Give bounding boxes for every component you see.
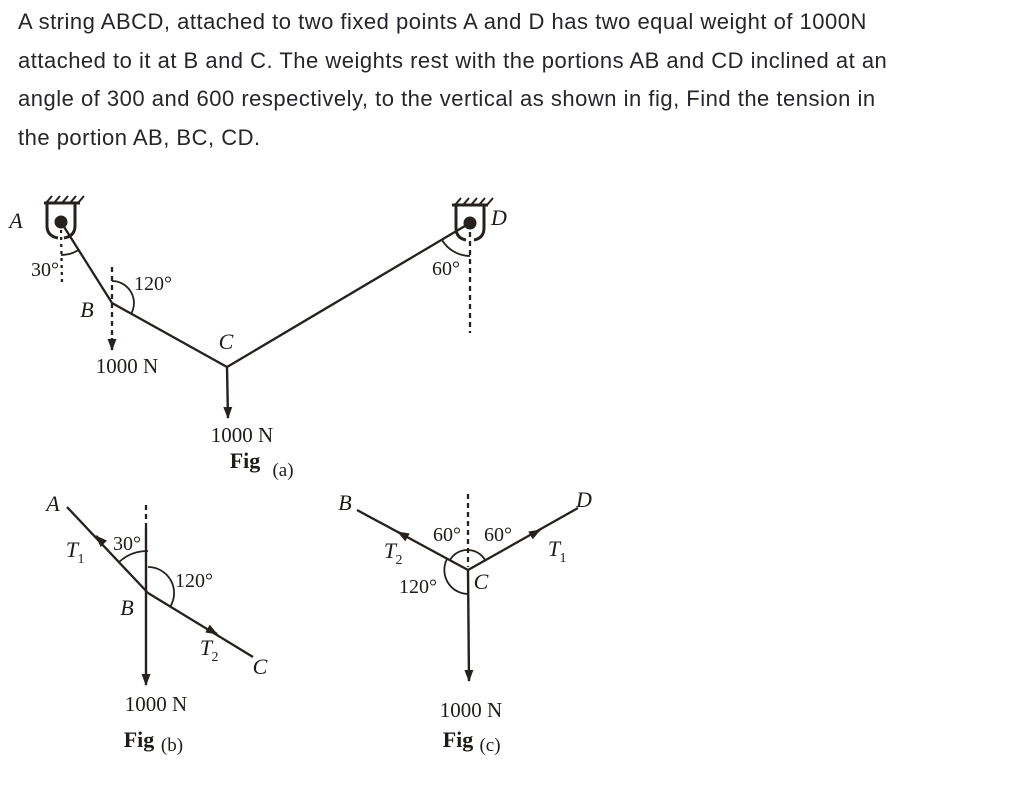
angle-arc-left-60	[449, 549, 469, 561]
tension-1-arrow	[528, 528, 541, 540]
tension-2-label: T	[200, 635, 214, 660]
label-point-b: B	[338, 490, 351, 515]
segment-cb	[356, 508, 469, 572]
label-point-c: C	[253, 654, 268, 679]
caption-fig-b-sub: (b)	[161, 735, 183, 756]
label-point-a: A	[44, 491, 60, 516]
angle-label-120: 120°	[175, 570, 213, 592]
fig-c: B D T 2 T 1 60° 60° 120° C 1000 N Fig (c…	[338, 487, 592, 756]
angle-label-at-a: 30°	[31, 259, 59, 281]
caption-fig-c-sub: (c)	[479, 735, 500, 756]
angle-arc-at-a	[60, 249, 79, 256]
problem-text-line-3: angle of 300 and 600 respectively, to th…	[18, 86, 876, 111]
label-point-a: A	[7, 208, 23, 233]
segment-ba	[66, 506, 149, 594]
angle-label-left-60: 60°	[433, 524, 461, 546]
tension-2-subscript: 2	[396, 553, 403, 568]
caption-fig-a: Fig	[230, 448, 261, 473]
tension-2-label: T	[384, 538, 398, 563]
label-point-b: B	[120, 595, 133, 620]
segment-bc	[147, 592, 254, 658]
angle-label-30: 30°	[113, 533, 141, 555]
label-point-c: C	[474, 569, 489, 594]
angle-label-120: 120°	[399, 576, 437, 598]
tension-1-label: T	[548, 536, 562, 561]
tension-2-subscript: 2	[212, 650, 219, 665]
tension-1-subscript: 1	[560, 551, 567, 566]
fig-a: A D 30° 120° 60° B C	[7, 195, 507, 481]
label-point-b: B	[80, 297, 93, 322]
tension-2-arrow	[397, 530, 410, 542]
weight-arrow-c	[464, 569, 474, 682]
angle-arc-30	[118, 550, 149, 563]
angle-arc-at-d	[441, 239, 471, 257]
angle-label-at-b: 120°	[134, 273, 172, 295]
weight-arrow-c	[223, 366, 233, 419]
support-d-bracket	[454, 205, 486, 242]
weight-label: 1000 N	[125, 692, 187, 716]
label-point-c: C	[219, 329, 234, 354]
angle-arc-right-60	[467, 549, 486, 561]
support-a-hatching	[45, 195, 85, 204]
string-ab	[60, 221, 113, 304]
tension-2-arrow	[205, 624, 218, 636]
string-cd	[226, 222, 471, 368]
weight-label: 1000 N	[440, 698, 502, 722]
angle-arc-at-b	[111, 280, 135, 315]
label-point-d: D	[575, 487, 592, 512]
support-a-bracket	[45, 203, 77, 240]
tension-1-label: T	[66, 537, 80, 562]
tension-1-subscript: 1	[78, 552, 85, 567]
angle-arc-120	[147, 566, 175, 608]
angle-arc-120	[443, 558, 469, 595]
problem-text-line-2: attached to it at B and C. The weights r…	[18, 47, 888, 73]
problem-text-line-1: A string ABCD, attached to two fixed poi…	[18, 9, 867, 34]
tension-1-arrow	[95, 535, 107, 547]
vertical-dashed-at-a	[59, 229, 64, 285]
angle-label-at-d: 60°	[432, 258, 460, 280]
caption-fig-a-sub: (a)	[272, 460, 293, 481]
segment-cd	[467, 506, 579, 572]
weight-label-c: 1000 N	[211, 423, 273, 447]
support-d-hatching	[454, 197, 494, 206]
label-point-d: D	[490, 205, 507, 230]
weight-label-b: 1000 N	[96, 354, 158, 378]
caption-fig-b: Fig	[124, 727, 155, 752]
fig-b: A T 1 30° 120° B T 2 C 1000 N Fig (b)	[44, 491, 267, 756]
caption-fig-c: Fig	[443, 727, 474, 752]
problem-text-line-4: the portion AB, BC, CD.	[18, 124, 261, 150]
problem-statement: A string ABCD, attached to two fixed poi…	[18, 3, 1018, 157]
angle-label-right-60: 60°	[484, 524, 512, 546]
